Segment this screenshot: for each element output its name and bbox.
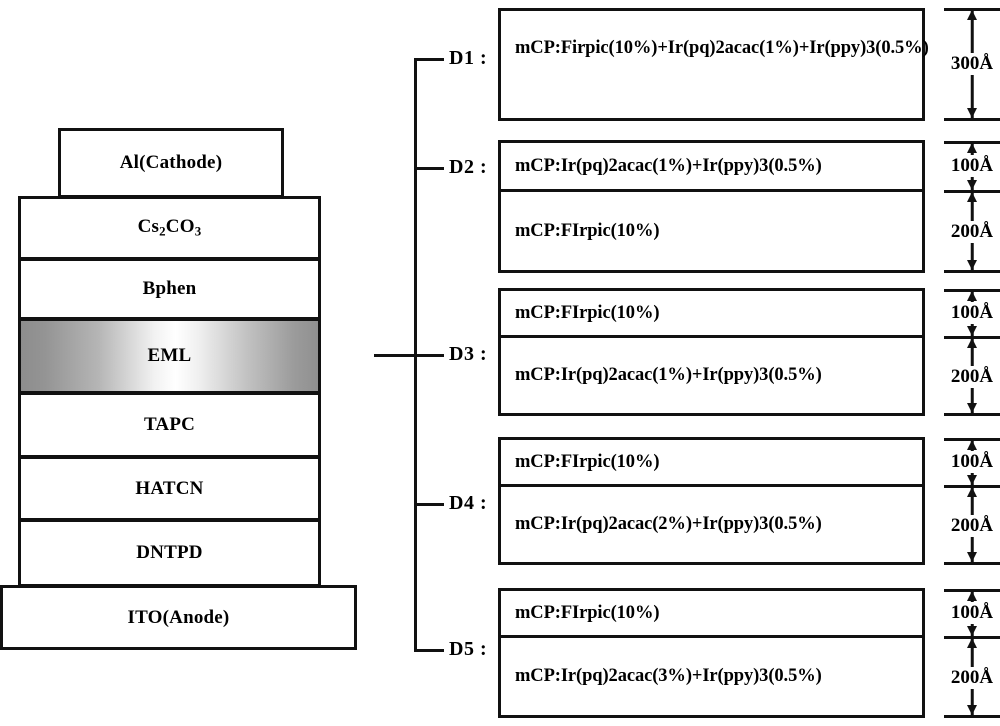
bracket-stub-d1 <box>414 58 444 61</box>
stack-layer-tapc: TAPC <box>18 392 321 458</box>
dim-tick <box>944 336 1000 339</box>
recipe-sublayer: mCP:FIrpic(10%) <box>501 440 922 484</box>
recipe-box-d5: mCP:FIrpic(10%) mCP:Ir(pq)2acac(3%)+Ir(p… <box>498 588 925 718</box>
recipe-composition: mCP:FIrpic(10%) <box>515 602 660 623</box>
recipe-composition: mCP:Firpic(10%)+Ir(pq)2acac(1%)+Ir(ppy)3… <box>515 38 929 58</box>
recipe-composition: mCP:FIrpic(10%) <box>515 451 660 472</box>
recipe-composition: mCP:Ir(pq)2acac(3%)+Ir(ppy)3(0.5%) <box>515 666 822 687</box>
dim-tick <box>944 8 1000 11</box>
bracket-stub-d4 <box>414 503 444 506</box>
dim-tick <box>944 636 1000 639</box>
stack-layer-al-cathode: Al(Cathode) <box>58 128 284 198</box>
stack-layer-dntpd: DNTPD <box>18 519 321 587</box>
device-label-d5: D5 : <box>449 638 488 660</box>
bracket-stub-d3 <box>414 354 444 357</box>
recipe-sublayer: mCP:Ir(pq)2acac(2%)+Ir(ppy)3(0.5%) <box>501 483 922 562</box>
recipe-sublayer: mCP:Ir(pq)2acac(1%)+Ir(ppy)3(0.5%) <box>501 143 922 189</box>
dim-label-d3-lower: 200Å <box>936 366 1000 388</box>
dim-label-d5-lower: 200Å <box>936 667 1000 689</box>
dim-tick <box>944 190 1000 193</box>
bracket-stub-d5 <box>414 649 444 652</box>
recipe-sublayer: mCP:FIrpic(10%) <box>501 291 922 335</box>
arrow-head-up <box>967 10 977 20</box>
recipe-sublayer: mCP:Ir(pq)2acac(1%)+Ir(ppy)3(0.5%) <box>501 334 922 413</box>
stack-layer-hatcn: HATCN <box>18 456 321 521</box>
arrow-head-down <box>967 326 977 336</box>
recipe-sublayer: mCP:Firpic(10%)+Ir(pq)2acac(1%)+Ir(ppy)3… <box>501 11 929 118</box>
arrow-head-up <box>967 143 977 153</box>
stack-layer-label: EML <box>147 345 192 366</box>
arrow-head-down <box>967 260 977 270</box>
arrow-head-up <box>967 192 977 202</box>
recipe-box-d1: mCP:Firpic(10%)+Ir(pq)2acac(1%)+Ir(ppy)3… <box>498 8 929 121</box>
recipe-box-d4: mCP:FIrpic(10%) mCP:Ir(pq)2acac(2%)+Ir(p… <box>498 437 925 565</box>
bracket-stem-from-eml <box>374 354 416 357</box>
stack-layer-eml: EML <box>18 318 321 394</box>
arrow-head-down <box>967 180 977 190</box>
recipe-sublayer: mCP:FIrpic(10%) <box>501 591 922 635</box>
dim-tick <box>944 485 1000 488</box>
arrow-head-down <box>967 626 977 636</box>
dim-tick <box>944 118 1000 121</box>
dim-tick <box>944 438 1000 441</box>
dim-label-d4-upper: 100Å <box>936 451 1000 473</box>
dim-label-d3-upper: 100Å <box>936 302 1000 324</box>
recipe-sublayer: mCP:Ir(pq)2acac(3%)+Ir(ppy)3(0.5%) <box>501 634 922 715</box>
stack-layer-label: Bphen <box>142 278 197 299</box>
arrow-head-down <box>967 552 977 562</box>
arrow-head-up <box>967 440 977 450</box>
recipe-sublayer: mCP:FIrpic(10%) <box>501 188 922 270</box>
recipe-composition: mCP:FIrpic(10%) <box>515 302 660 323</box>
arrow-head-down <box>967 403 977 413</box>
dim-label-d4-lower: 200Å <box>936 515 1000 537</box>
stack-layer-label: HATCN <box>135 477 204 499</box>
stack-layer-label: TAPC <box>143 414 196 435</box>
recipe-composition: mCP:Ir(pq)2acac(2%)+Ir(ppy)3(0.5%) <box>515 514 822 535</box>
bracket-stub-d2 <box>414 167 444 170</box>
stack-layer-ito-anode: ITO(Anode) <box>0 585 357 650</box>
arrow-head-down <box>967 705 977 715</box>
stack-layer-label: Al(Cathode) <box>119 152 223 173</box>
stack-layer-cs2co3: Cs2CO3 <box>18 196 321 260</box>
recipe-composition: mCP:Ir(pq)2acac(1%)+Ir(ppy)3(0.5%) <box>515 365 822 386</box>
recipe-box-d3: mCP:FIrpic(10%) mCP:Ir(pq)2acac(1%)+Ir(p… <box>498 288 925 416</box>
stack-layer-label: Cs2CO3 <box>137 216 202 239</box>
dim-tick <box>944 270 1000 273</box>
dim-tick <box>944 562 1000 565</box>
device-label-d4: D4 : <box>449 492 488 514</box>
recipe-composition: mCP:Ir(pq)2acac(1%)+Ir(ppy)3(0.5%) <box>515 155 822 176</box>
arrow-head-down <box>967 108 977 118</box>
stack-layer-bphen: Bphen <box>18 258 321 320</box>
arrow-head-up <box>967 338 977 348</box>
subscript-3: 3 <box>194 223 202 239</box>
device-label-d3: D3 : <box>449 343 488 365</box>
dim-tick <box>944 715 1000 718</box>
stack-layer-label: DNTPD <box>136 542 203 563</box>
device-label-d2: D2 : <box>449 156 488 178</box>
arrow-head-up <box>967 591 977 601</box>
dim-tick <box>944 413 1000 416</box>
dim-label-d1: 300Å <box>936 53 1000 75</box>
dim-label-d5-upper: 100Å <box>936 602 1000 624</box>
subscript-2: 2 <box>159 223 166 239</box>
dim-tick <box>944 141 1000 144</box>
arrow-head-down <box>967 475 977 485</box>
device-label-d1: D1 : <box>449 47 488 69</box>
arrow-head-up <box>967 291 977 301</box>
dim-tick <box>944 289 1000 292</box>
dim-tick <box>944 589 1000 592</box>
stack-layer-label: ITO(Anode) <box>127 606 230 628</box>
recipe-composition: mCP:FIrpic(10%) <box>515 220 660 241</box>
dim-label-d2-upper: 100Å <box>936 155 1000 177</box>
recipe-box-d2: mCP:Ir(pq)2acac(1%)+Ir(ppy)3(0.5%) mCP:F… <box>498 140 925 273</box>
dim-label-d2-lower: 200Å <box>936 221 1000 243</box>
arrow-head-up <box>967 487 977 497</box>
arrow-head-up <box>967 638 977 648</box>
